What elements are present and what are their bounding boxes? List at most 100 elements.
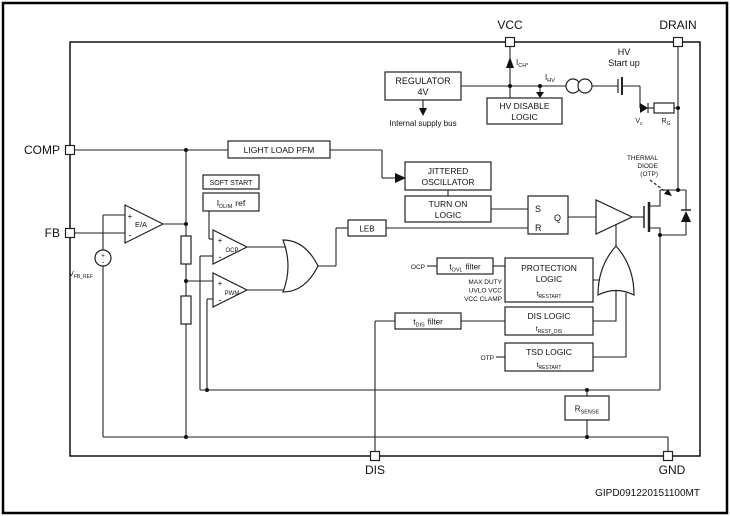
pfm-to-osc-arrow bbox=[395, 173, 406, 183]
ea-plus: + bbox=[128, 212, 133, 221]
oscillator-box bbox=[404, 161, 492, 191]
jittered-oscillator-block: JITTERED OSCILLATOR bbox=[404, 161, 492, 191]
rsense-box bbox=[564, 395, 610, 421]
soft-start-label: SOFT START bbox=[210, 180, 254, 187]
vc-label: Vc bbox=[635, 118, 643, 127]
dis-logic-block: DIS LOGIC tREST_DIS bbox=[504, 306, 594, 336]
turn-on-label-2: LOGIC bbox=[435, 210, 461, 220]
tovl-input-label: OCP bbox=[411, 264, 425, 271]
startup-label: Start up bbox=[608, 58, 640, 68]
error-amplifier-block: E/A + - + - VFB_REF bbox=[69, 204, 165, 280]
pwm-label: PWM bbox=[225, 291, 240, 297]
gate-driver-triangle bbox=[595, 199, 634, 235]
leb-box bbox=[347, 219, 387, 237]
gnd-pin-label: GND bbox=[659, 463, 686, 477]
error-amp-triangle bbox=[124, 204, 165, 244]
tsd-logic-block: TSD LOGIC tRESTART OTP bbox=[481, 342, 594, 372]
leb-block: LEB bbox=[347, 219, 387, 237]
fb-pin-label: FB bbox=[45, 226, 60, 240]
divider-resistor-bottom bbox=[180, 295, 192, 325]
pins: VCC DRAIN COMP FB DIS GND bbox=[24, 18, 697, 477]
ocp-minus: - bbox=[219, 252, 222, 262]
hv-disable-label-2: LOGIC bbox=[511, 112, 537, 122]
internal-supply-bus-label: Internal supply bus bbox=[389, 119, 456, 128]
rsense-block: RSENSE bbox=[564, 395, 610, 421]
ocp-comparator-block: + - OCP bbox=[212, 229, 249, 265]
thermal-label-2: DIODE bbox=[637, 163, 658, 170]
regulator-label-2: 4V bbox=[417, 87, 428, 97]
comp-pin-icon bbox=[64, 144, 76, 156]
pwm-ocp-or-gate bbox=[282, 239, 319, 293]
divider-resistor-top bbox=[180, 235, 192, 265]
rsense-label: RSENSE bbox=[575, 405, 600, 416]
fb-pin-icon bbox=[64, 227, 76, 239]
ocp-label: OCP bbox=[225, 248, 238, 254]
regulator-block: REGULATOR 4V Internal supply bus bbox=[384, 71, 462, 128]
protection-label-1: PROTECTION bbox=[521, 263, 577, 273]
ocp-triangle bbox=[212, 229, 249, 265]
oscillator-label-2: OSCILLATOR bbox=[421, 177, 474, 187]
hv-label: HV bbox=[618, 47, 631, 57]
turn-on-label-1: TURN ON bbox=[429, 199, 468, 209]
uvlo-vcc-label: UVLO VCC bbox=[469, 288, 503, 295]
oscillator-label-1: JITTERED bbox=[428, 166, 469, 176]
thermal-diode-annotation: THERMAL DIODE (OTP) bbox=[627, 155, 691, 222]
chip-boundary bbox=[69, 41, 701, 457]
startup-diode-icon bbox=[640, 103, 648, 113]
dis-logic-box bbox=[504, 306, 594, 336]
regulator-label-1: REGULATOR bbox=[395, 76, 451, 86]
vfbref-minus: - bbox=[102, 258, 105, 267]
latch-q-label: Q bbox=[554, 213, 561, 223]
drain-pin-label: DRAIN bbox=[659, 18, 696, 32]
tsd-label: TSD LOGIC bbox=[526, 347, 572, 357]
thermal-label-1: THERMAL bbox=[627, 155, 658, 162]
ich-label: ICH* bbox=[516, 58, 529, 69]
latch-s-label: S bbox=[535, 204, 541, 214]
junction-dots bbox=[184, 84, 680, 439]
thermal-label-3: (OTP) bbox=[640, 171, 658, 178]
latch-r-label: R bbox=[535, 223, 542, 233]
dis-logic-trest-label: tREST_DIS bbox=[536, 326, 563, 335]
ich-up-arrow bbox=[506, 57, 514, 68]
pwm-minus: - bbox=[219, 295, 222, 305]
vcc-pin-icon bbox=[504, 36, 516, 48]
vfbref-plus: + bbox=[101, 253, 105, 260]
dis-pin-label: DIS bbox=[365, 463, 385, 477]
pwm-comparator-block: + - PWM bbox=[212, 272, 249, 308]
thermal-pointer-arrow bbox=[664, 189, 672, 196]
hv-disable-label-1: HV DISABLE bbox=[499, 101, 549, 111]
vcc-clamp-label: VCC CLAMP bbox=[464, 296, 502, 303]
vfbref-label: VFB_REF bbox=[69, 271, 93, 280]
rg-resistor-box bbox=[653, 102, 675, 114]
dis-pin-icon bbox=[369, 450, 381, 462]
protection-label-2: LOGIC bbox=[536, 274, 562, 284]
tsd-box bbox=[504, 342, 594, 372]
ihv-down-arrow bbox=[536, 92, 544, 98]
vfbref-source-icon bbox=[94, 249, 112, 267]
document-code: GIPD091220151100MT bbox=[595, 488, 700, 499]
hv-startup-section: HV Start up ICH* IHV Vc RG bbox=[516, 47, 675, 127]
soft-start-block: SOFT START bbox=[202, 174, 260, 190]
hv-disable-box bbox=[486, 97, 563, 125]
otp-input-label: OTP bbox=[481, 355, 494, 362]
turn-on-logic-block: TURN ON LOGIC bbox=[404, 195, 492, 223]
tdis-box bbox=[394, 312, 462, 330]
latch-box bbox=[527, 195, 569, 235]
sr-latch-block: S R Q bbox=[527, 195, 569, 235]
supply-bus-arrow bbox=[419, 108, 427, 116]
tsd-trestart-label: tRESTART bbox=[537, 362, 562, 371]
ea-minus: - bbox=[129, 230, 132, 240]
max-duty-label: MAX DUTY bbox=[468, 279, 502, 286]
protection-trestart-label: tRESTART bbox=[537, 291, 562, 300]
leb-label: LEB bbox=[359, 225, 374, 234]
regulator-box bbox=[384, 71, 462, 101]
arrowheads bbox=[395, 57, 672, 196]
hv-disable-logic-block: HV DISABLE LOGIC bbox=[486, 97, 563, 125]
